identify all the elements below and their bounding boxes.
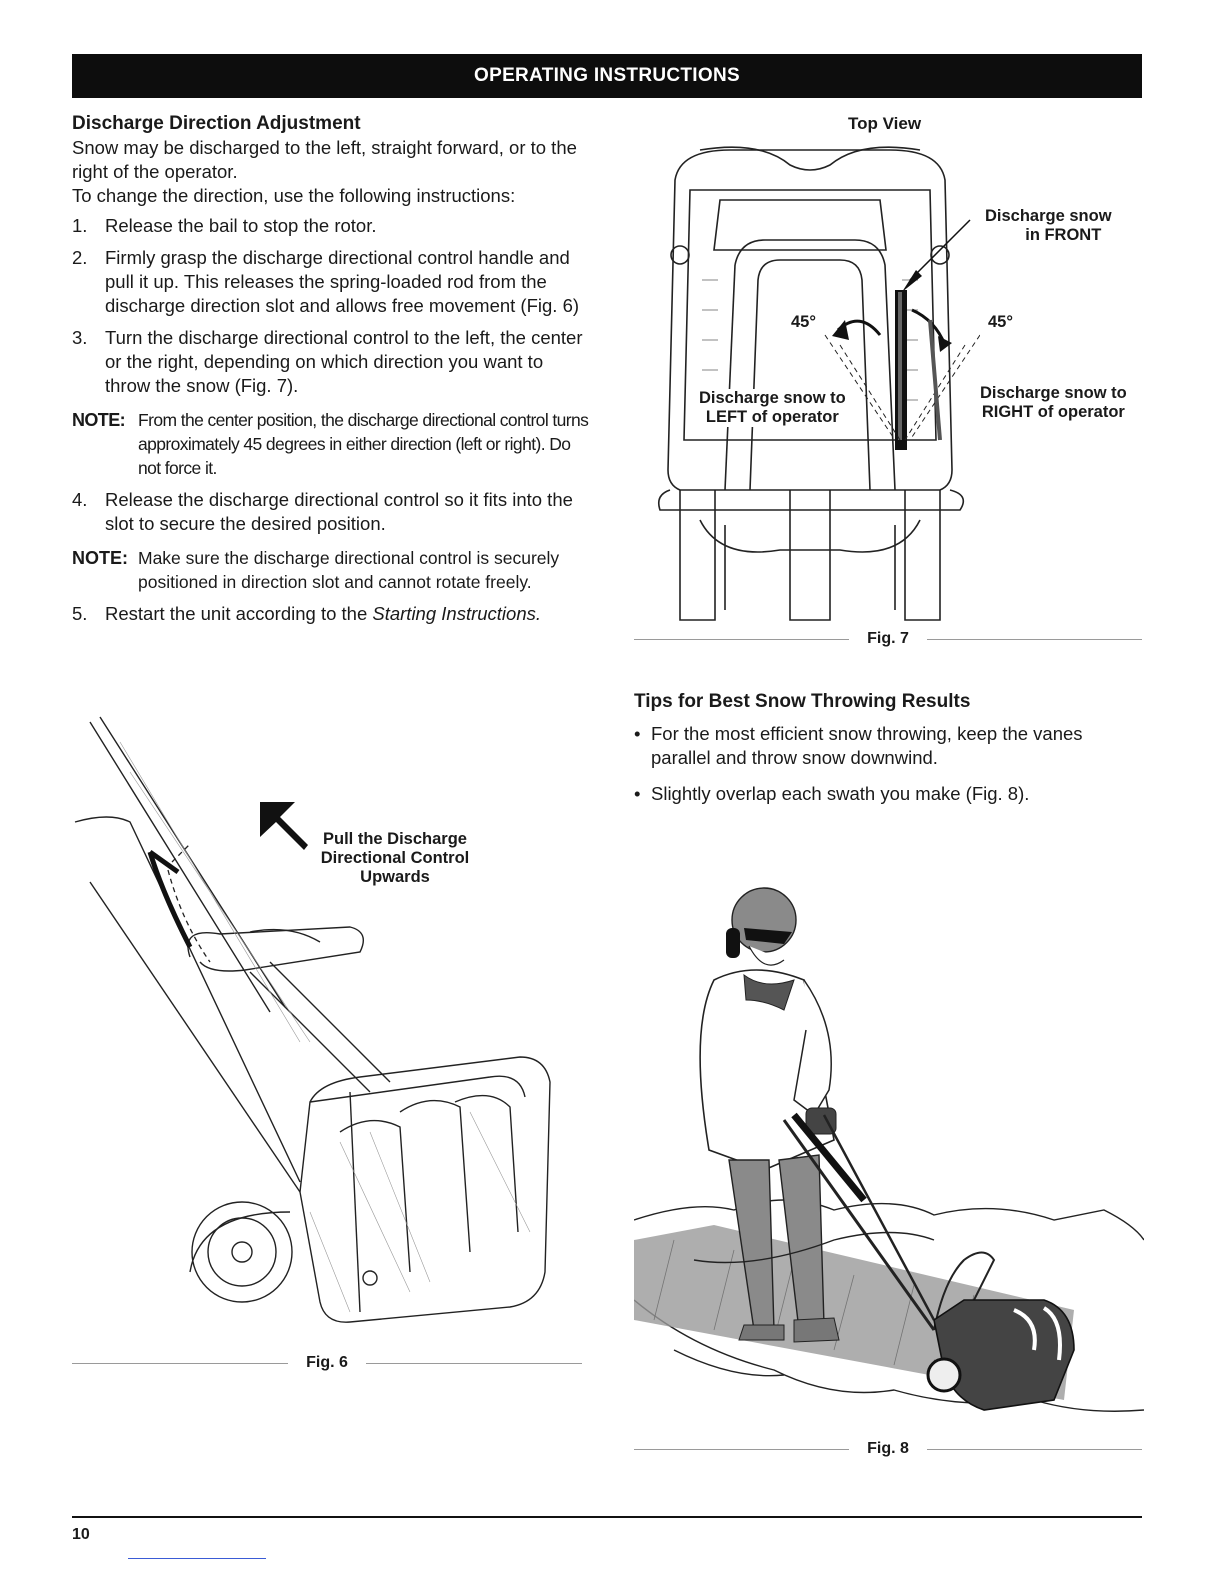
fig6-label-line2: Directional Control (320, 849, 470, 867)
discharge-intro-2: To change the direction, use the followi… (72, 185, 516, 206)
step-number: 5. (72, 603, 88, 624)
note-label: NOTE: (72, 548, 128, 568)
fig7-left-line2: LEFT of operator (705, 408, 839, 426)
fig7-front-label: Discharge snow in FRONT (985, 207, 1112, 245)
steps-list-b: 4. Release the discharge directional cont… (72, 488, 592, 536)
fig7-caption: Fig. 7 (634, 630, 1142, 648)
fig8-operator-illustration (634, 887, 1144, 1412)
fig7-right-label: Discharge snow to RIGHT of operator (980, 384, 1127, 422)
section-title: OPERATING INSTRUCTIONS (474, 65, 740, 86)
step-number: 1. (72, 215, 88, 236)
tip-text: Slightly overlap each swath you make (Fi… (651, 783, 1030, 804)
tips-section: Tips for Best Snow Throwing Results • For… (634, 690, 1144, 818)
tip-text: For the most efficient snow throwing, ke… (651, 723, 1083, 768)
fig8-caption: Fig. 8 (634, 1440, 1142, 1458)
fig7-title: Top View (848, 114, 922, 133)
tips-heading: Tips for Best Snow Throwing Results (634, 691, 971, 712)
fig6-pull-label: Pull the Discharge Directional Control U… (310, 830, 480, 887)
step-text: Release the bail to stop the rotor. (105, 215, 377, 236)
caption-rule (72, 1362, 289, 1364)
fig7-right-line2: RIGHT of operator (981, 403, 1125, 421)
step-number: 2. (72, 247, 88, 268)
caption-rule (926, 1448, 1142, 1450)
fig6-label-line1: Pull the Discharge (323, 830, 467, 848)
note-label: NOTE: (72, 410, 126, 430)
fig7-angle-left: 45° (791, 313, 816, 331)
bullet-icon: • (634, 783, 641, 804)
caption-rule (634, 1448, 850, 1450)
fig7-front-line2: in FRONT (1025, 226, 1102, 244)
step-item: 3. Turn the discharge directional control… (72, 326, 592, 398)
note-text: Make sure the discharge directional cont… (138, 548, 560, 592)
fig6-label-line3: Upwards (360, 868, 430, 886)
discharge-intro: Snow may be discharged to the left, stra… (72, 137, 577, 182)
fig7-angle-right: 45° (988, 313, 1013, 331)
step-item: 2. Firmly grasp the discharge directional… (72, 246, 592, 318)
fig7-left-line1: Discharge snow to (699, 389, 846, 407)
tip-item: • Slightly overlap each swath you make (F… (634, 782, 1144, 806)
caption-rule (365, 1362, 582, 1364)
caption-rule (926, 638, 1142, 640)
page-number: 10 (72, 1526, 90, 1543)
tips-list: • For the most efficient snow throwing, k… (634, 722, 1144, 806)
step-text: Turn the discharge directional control t… (105, 327, 583, 396)
step-text: Restart the unit according to the (105, 603, 373, 624)
fig6-caption: Fig. 6 (72, 1354, 582, 1372)
bullet-icon: • (634, 723, 641, 744)
fig6-snow-thrower-illustration (74, 716, 551, 1323)
fig7-right-line1: Discharge snow to (980, 384, 1127, 402)
step-text: Firmly grasp the discharge directional c… (105, 247, 580, 316)
fig7-top-view-illustration (657, 146, 980, 621)
step-text-italic: Starting Instructions. (372, 603, 542, 624)
step-item: 5. Restart the unit according to the Star… (72, 602, 592, 626)
discharge-section: Discharge Direction Adjustment Snow may … (72, 112, 592, 634)
fig6-caption-label: Fig. 6 (306, 1354, 348, 1371)
note-block: NOTE: From the center position, the disc… (72, 408, 592, 480)
fig8-caption-label: Fig. 8 (867, 1440, 909, 1457)
step-item: 4. Release the discharge directional cont… (72, 488, 592, 536)
step-item: 1. Release the bail to stop the rotor. (72, 214, 592, 238)
step-number: 3. (72, 327, 88, 348)
step-text: Release the discharge directional contro… (105, 489, 573, 534)
section-header-bar: OPERATING INSTRUCTIONS (72, 54, 1142, 98)
discharge-heading: Discharge Direction Adjustment (72, 113, 361, 134)
fig7-front-line1: Discharge snow (985, 207, 1112, 225)
steps-list-c: 5. Restart the unit according to the Star… (72, 602, 592, 626)
fig7-left-label: Discharge snow to LEFT of operator (697, 389, 848, 427)
steps-list-a: 1. Release the bail to stop the rotor. 2.… (72, 214, 592, 398)
footer-rule (72, 1516, 1142, 1518)
link-underline (128, 1558, 266, 1559)
tip-item: • For the most efficient snow throwing, k… (634, 722, 1144, 770)
note-block: NOTE: Make sure the discharge directiona… (72, 546, 592, 594)
step-number: 4. (72, 489, 88, 510)
fig7-caption-label: Fig. 7 (867, 630, 909, 647)
caption-rule (634, 638, 850, 640)
note-text: From the center position, the discharge … (138, 410, 589, 478)
